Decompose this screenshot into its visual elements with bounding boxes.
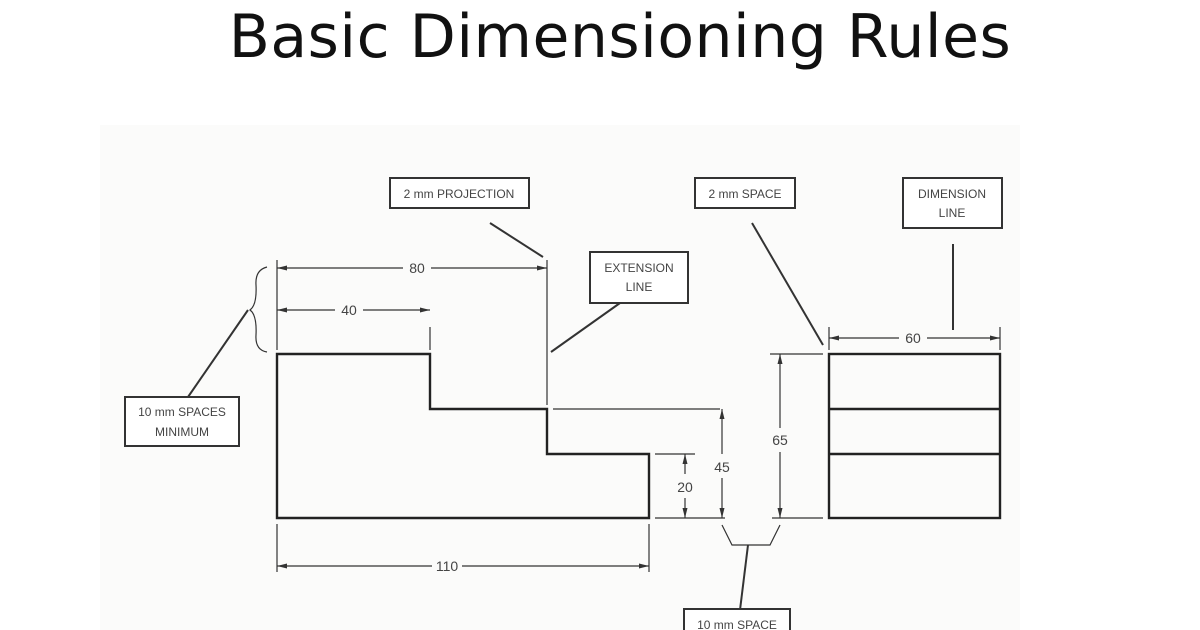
- svg-text:LINE: LINE: [626, 280, 653, 294]
- dim-20: 20: [677, 479, 693, 495]
- svg-text:DIMENSION: DIMENSION: [918, 187, 986, 201]
- dim-65: 65: [772, 432, 788, 448]
- spacing-bracket: [721, 524, 781, 546]
- svg-text:10 mm SPACE: 10 mm SPACE: [697, 618, 777, 630]
- callout-2mm-space: 2 mm SPACE: [694, 177, 796, 209]
- side-view: [827, 352, 1002, 520]
- arrowheads: [277, 265, 1000, 569]
- svg-text:MINIMUM: MINIMUM: [155, 425, 209, 439]
- dim-40: 40: [341, 302, 357, 318]
- svg-text:10 mm SPACES: 10 mm SPACES: [138, 405, 226, 419]
- front-view-outline: [275, 352, 651, 520]
- dim-45: 45: [714, 459, 730, 475]
- slide-title: Basic Dimensioning Rules: [228, 2, 1012, 72]
- dim-110: 110: [436, 558, 459, 574]
- callout-projection: 2 mm PROJECTION: [389, 177, 530, 209]
- svg-text:EXTENSION: EXTENSION: [604, 261, 673, 275]
- svg-text:2 mm PROJECTION: 2 mm PROJECTION: [404, 187, 515, 201]
- dim-60: 60: [905, 330, 921, 346]
- drawing-background: [100, 125, 1020, 630]
- dim-80: 80: [409, 260, 425, 276]
- svg-text:LINE: LINE: [939, 206, 966, 220]
- svg-text:2 mm SPACE: 2 mm SPACE: [708, 187, 781, 201]
- spacing-brace: [248, 266, 268, 353]
- dimension-lines: [277, 267, 1000, 567]
- callout-dimension-line: DIMENSION LINE: [902, 177, 1003, 229]
- callout-extension-line: EXTENSION LINE: [589, 251, 689, 304]
- leader-lines: [187, 222, 954, 611]
- callout-10mm-space: 10 mm SPACE: [683, 608, 791, 630]
- callout-spaces-minimum: 10 mm SPACES MINIMUM: [124, 396, 240, 447]
